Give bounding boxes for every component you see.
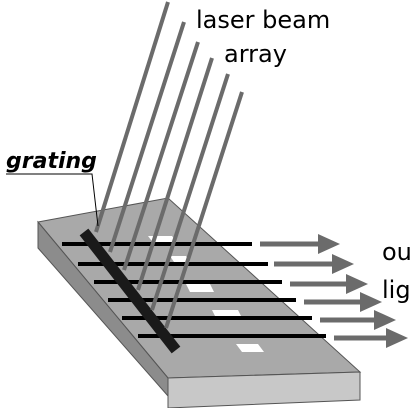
- laser-beam-array: [94, 1, 244, 329]
- grating-callout-line: [6, 173, 99, 227]
- output-label-line2: lig: [382, 276, 411, 304]
- grating-bar: [79, 228, 181, 354]
- laser-beam: [122, 41, 200, 271]
- laser-beam: [94, 1, 170, 233]
- laser-beam: [136, 57, 214, 291]
- grating-label: grating: [6, 149, 97, 174]
- window: [186, 284, 214, 292]
- output-arrow: [260, 234, 340, 254]
- output-arrow: [290, 274, 368, 294]
- window: [170, 256, 190, 262]
- laser-beam: [108, 21, 186, 253]
- array-label: array: [224, 40, 287, 68]
- laser-beam: [150, 73, 230, 311]
- plate-front-face: [167, 371, 361, 408]
- output-arrow: [320, 310, 396, 330]
- output-arrow: [304, 292, 382, 312]
- output-label-line1: ou: [382, 238, 412, 266]
- output-arrow: [334, 328, 408, 348]
- output-arrows: [260, 234, 408, 348]
- window: [236, 344, 264, 352]
- output-arrow: [274, 254, 354, 274]
- laser-beam: [164, 91, 244, 329]
- laser-beam-label: laser beam: [196, 6, 330, 34]
